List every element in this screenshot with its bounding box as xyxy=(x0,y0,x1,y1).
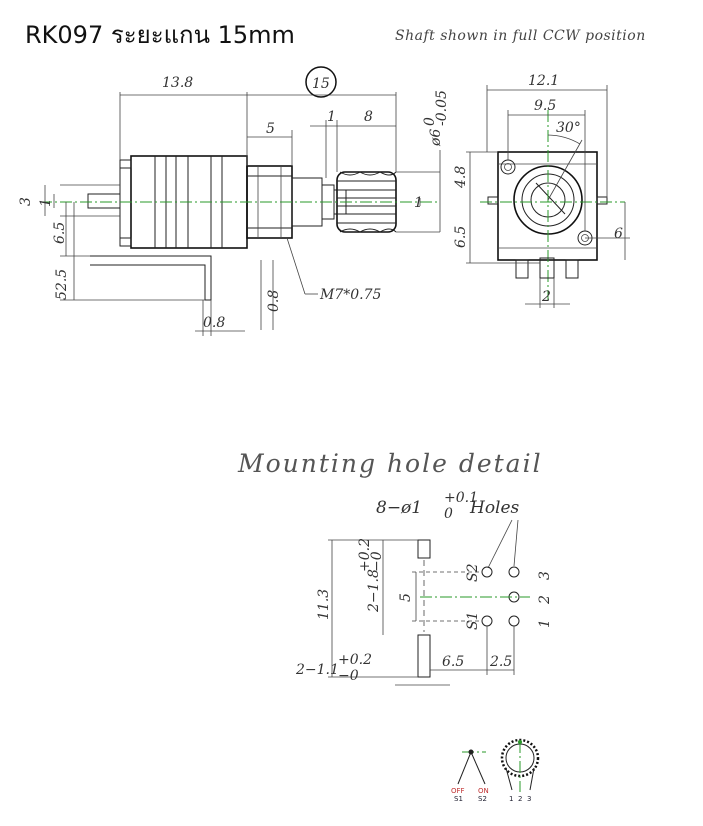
dim-front-6-5: 6.5 xyxy=(453,226,469,248)
dim-angle: 30° xyxy=(556,120,581,136)
dim-0-8-horizontal: 0.8 xyxy=(203,315,225,331)
switch-on-label: ON xyxy=(478,787,489,795)
dim-6-5: 6.5 xyxy=(442,654,464,670)
front-view: 12.1 9.5 30° 4.8 6.5 6 2 xyxy=(453,73,630,308)
holes-tol-upper: +0.1 xyxy=(444,490,478,506)
dim-left-6-5: 6.5 xyxy=(52,222,68,244)
terminal-tab xyxy=(87,193,121,209)
side-view: 13.8 15 5 1 8 ø6 0 -0.05 1 3 1 6.5 52.5 xyxy=(18,66,450,336)
dim-width-tol-lower: −0 xyxy=(338,668,359,684)
hole-s1-bottom xyxy=(481,615,493,627)
switch-s2-label: S2 xyxy=(478,795,487,803)
dim-front-6: 6 xyxy=(614,226,623,242)
dim-thread: M7*0.75 xyxy=(319,287,382,303)
dim-knurl: 8 xyxy=(364,109,373,125)
pot-pin-1: 1 xyxy=(509,795,513,803)
hole-pin-1 xyxy=(508,615,520,627)
holes-suffix: Holes xyxy=(469,498,520,518)
dim-11-3: 11.3 xyxy=(316,589,332,620)
mount-pin-2: 2 xyxy=(537,595,553,605)
pot-pin-2: 2 xyxy=(518,795,522,803)
mount-hole-top xyxy=(500,159,516,175)
dim-body-length: 13.8 xyxy=(162,75,193,91)
dim-left-3: 3 xyxy=(18,197,34,206)
caption-shaft-position: Shaft shown in full CCW position xyxy=(395,28,646,44)
dim-slot-prefix: 2−1.8 xyxy=(366,569,382,613)
dim-shaft-tol-upper: 0 xyxy=(422,117,438,126)
dim-shaft-1: 1 xyxy=(414,195,423,211)
dim-shaft-dia: ø6 xyxy=(428,129,444,147)
dim-bushing: 5 xyxy=(266,121,275,137)
dim-front-inner: 9.5 xyxy=(534,98,556,114)
pin-middle xyxy=(539,257,555,279)
switch-off-label: OFF xyxy=(451,787,465,795)
dim-shaft-tol-lower: -0.05 xyxy=(434,90,450,126)
dim-front-2: 2 xyxy=(541,289,551,305)
mount-slot-top xyxy=(417,539,431,559)
dim-width-prefix: 2−1.1 xyxy=(295,662,339,678)
mounting-title: Mounting hole detail xyxy=(237,449,543,478)
mount-pin-1: 1 xyxy=(537,619,553,628)
switch-schematic: OFF ON S1 S2 1 2 3 xyxy=(451,738,540,803)
holes-prefix: 8−ø1 xyxy=(376,498,422,518)
dim-gap: 1 xyxy=(327,109,336,125)
dim-slot-tol-lower: −0 xyxy=(369,551,385,572)
page-title: RK097 ระยะแกน 15mm xyxy=(25,21,295,49)
pin-right xyxy=(565,259,579,279)
mounting-detail: Mounting hole detail 8−ø1 +0.1 0 Holes S… xyxy=(237,449,553,686)
dim-left-1: 1 xyxy=(38,198,54,207)
pin-left xyxy=(515,259,529,279)
dim-5: 5 xyxy=(398,593,414,602)
dim-left-52-5: 52.5 xyxy=(54,269,70,300)
dim-front-4-8: 4.8 xyxy=(453,166,469,189)
hole-s2-top xyxy=(481,566,493,578)
switch-s1-label: S1 xyxy=(454,795,463,803)
hole-pin-3 xyxy=(508,566,520,578)
mount-slot-bottom xyxy=(417,634,431,678)
dim-2-5: 2.5 xyxy=(489,654,512,670)
dim-width-tol-upper: +0.2 xyxy=(338,652,372,668)
dim-slot-tol-upper: +0.2 xyxy=(357,538,373,572)
holes-tol-lower: 0 xyxy=(444,506,453,522)
dim-shaft-total: 15 xyxy=(312,76,330,92)
bottom-leg xyxy=(90,255,212,301)
mount-pin-3: 3 xyxy=(537,571,553,580)
label-s1: S1 xyxy=(465,612,481,631)
label-s2: S2 xyxy=(465,563,481,582)
dim-highlight-circle xyxy=(305,66,337,98)
dim-0-8-vertical: 0.8 xyxy=(266,290,282,312)
pot-pin-3: 3 xyxy=(527,795,531,803)
dim-front-width: 12.1 xyxy=(528,73,559,89)
